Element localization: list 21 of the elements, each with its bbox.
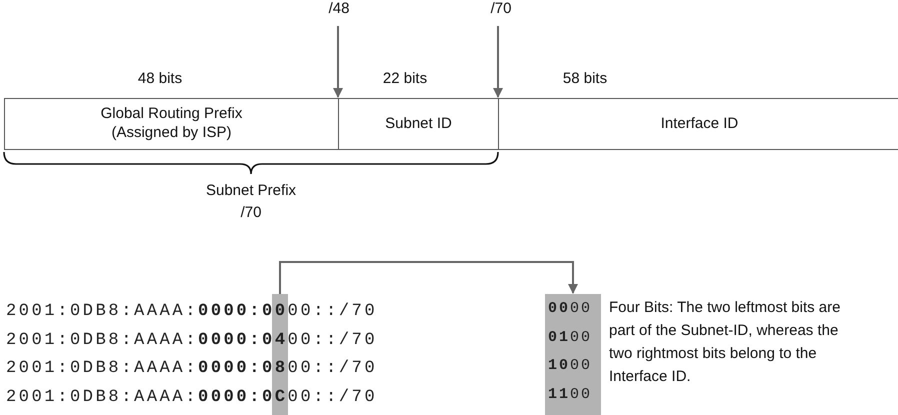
ipv6-address: 2001:0DB8:AAAA:0000:0C00::/70 [6, 388, 378, 406]
description-text: Four Bits: The two leftmost bits are part of the Subnet-ID, whereas the two rightmost bits belong to the Interface ID. [609, 298, 842, 387]
brace-label: Subnet Prefix /70 [204, 181, 298, 223]
field-box: Interface ID [498, 98, 898, 150]
arrow [279, 261, 578, 294]
ipv6-address: 2001:0DB8:AAAA:0000:0400::/70 [6, 330, 378, 350]
field-box: Global Routing Prefix (Assigned by ISP) [4, 98, 339, 150]
bit-pattern: 0000 [548, 300, 592, 317]
bits-column [545, 294, 601, 415]
bit-count-label: 58 bits [562, 69, 608, 89]
ipv6-address: 2001:0DB8:AAAA:0000:0800::/70 [6, 359, 378, 378]
arrow [333, 26, 343, 98]
bit-pattern: 0100 [548, 328, 592, 346]
bit-pattern: 1100 [548, 386, 592, 402]
bit-pattern: 1000 [548, 357, 592, 374]
field-box: Subnet ID [338, 98, 499, 150]
arrow [493, 26, 503, 98]
bit-count-label: 22 bits [382, 69, 428, 89]
prefix-marker: /48 [322, 0, 356, 22]
bit-count-label: 48 bits [136, 69, 184, 89]
prefix-marker: /70 [484, 0, 518, 22]
